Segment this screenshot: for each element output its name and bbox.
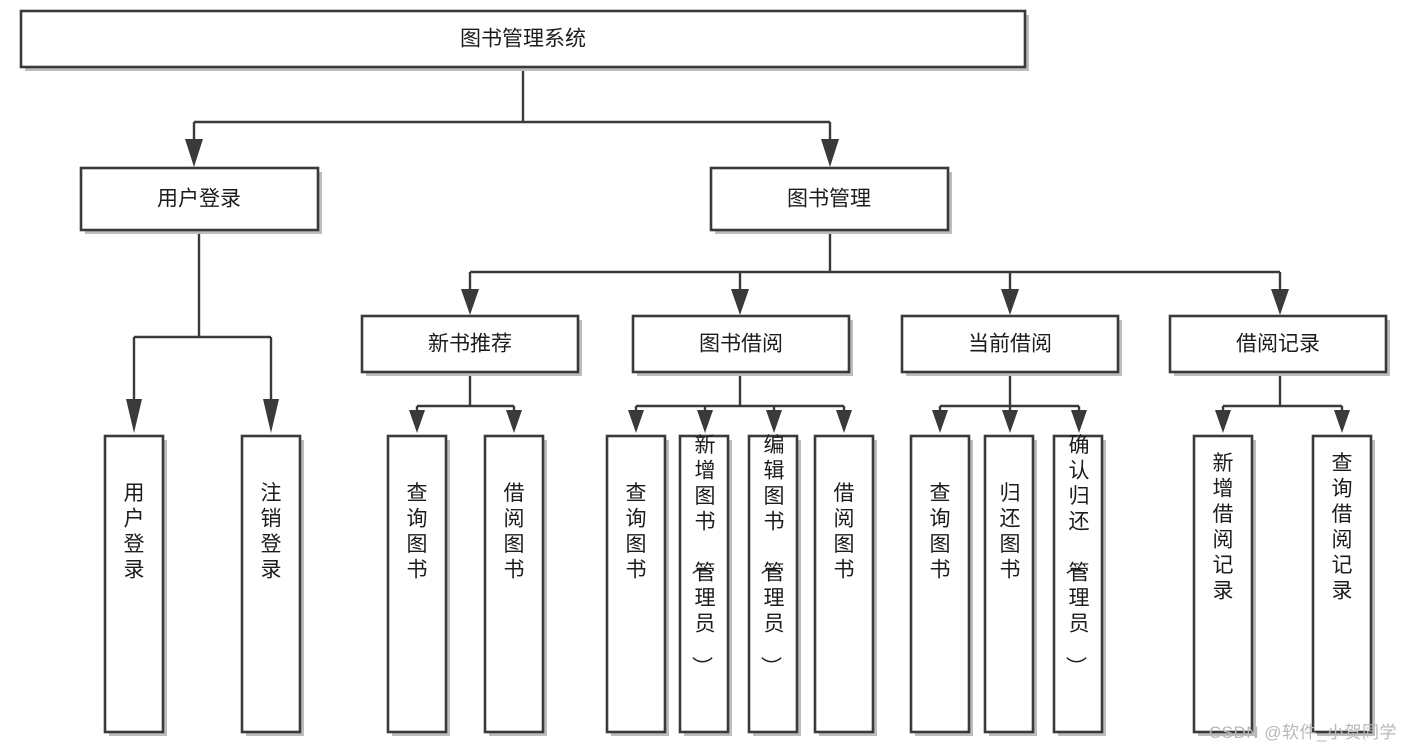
leaf-add-book-admin-label: 新增图书（管理员） [690,434,716,677]
watermark-csdn: CSDN @软件_小贺同学 [1208,723,1397,742]
user-login-box [79,166,320,232]
arrow-new-book-recommend [461,289,479,315]
book-borrow-label: 图书借阅 [699,333,783,356]
node-leaf-borrow-book[interactable]: 借阅图书 [813,434,877,736]
leaf-query-book-current-box [909,434,971,734]
arrow-leaf-query-book-rec [409,410,425,433]
node-leaf-return-book[interactable]: 归还图书 [983,434,1037,736]
node-leaf-query-book-current[interactable]: 查询图书 [909,434,973,736]
leaf-add-borrow-record-label: 新增借阅记录 [1213,452,1234,603]
leaf-query-borrow-record-box [1311,434,1373,734]
leaf-user-logout-box [240,434,302,734]
leaf-confirm-return-admin-box [1052,434,1104,734]
arrow-leaf-query-book-current [932,410,948,433]
node-book-borrow[interactable]: 图书借阅 [631,314,853,376]
current-borrow-label: 当前借阅 [968,333,1052,356]
node-new-book-recommend[interactable]: 新书推荐 [360,314,582,376]
leaf-user-logout-label: 注销登录 [261,482,282,582]
borrow-record-label: 借阅记录 [1236,333,1320,356]
arrow-borrow-record [1271,289,1289,315]
node-leaf-query-borrow-record[interactable]: 查询借阅记录 [1311,434,1375,736]
borrow-record-box [1168,314,1388,374]
node-leaf-query-book-borrow[interactable]: 查询图书 [605,434,669,736]
arrow-leaf-return-book [1002,410,1018,433]
leaf-user-login-label: 用户登录 [124,482,145,582]
node-root[interactable]: 图书管理系统 [19,9,1029,71]
arrow-book-manage [821,139,839,167]
user-login-label: 用户登录 [157,188,241,211]
book-manage-label: 图书管理 [787,188,871,211]
leaf-query-book-rec-box [386,434,448,734]
arrow-leaf-confirm-return-admin [1071,410,1087,433]
leaf-confirm-return-admin-label: 确认归还（管理员） [1064,434,1090,677]
leaf-query-book-borrow-label: 查询图书 [626,482,647,582]
node-leaf-confirm-return-admin[interactable]: 确认归还（管理员） [1052,434,1106,736]
node-leaf-edit-book-admin[interactable]: 编辑图书（管理员） [747,434,801,736]
connector-layer [126,69,1350,433]
current-borrow-box [900,314,1120,374]
leaf-borrow-book-box [813,434,875,734]
arrow-leaf-add-book-admin [697,410,713,433]
arrow-leaf-query-borrow-record [1334,410,1350,433]
node-current-borrow[interactable]: 当前借阅 [900,314,1122,376]
arrow-leaf-user-logout [263,399,279,433]
arrow-leaf-borrow-book-rec [506,410,522,433]
arrow-current-borrow [1001,289,1019,315]
node-leaf-user-login[interactable]: 用户登录 [103,434,167,736]
arrow-user-login [185,139,203,167]
node-borrow-record[interactable]: 借阅记录 [1168,314,1390,376]
leaf-borrow-book-rec-label: 借阅图书 [504,482,525,582]
leaf-query-borrow-record-label: 查询借阅记录 [1332,452,1353,603]
node-book-manage[interactable]: 图书管理 [709,166,952,234]
arrow-leaf-add-borrow-record [1215,410,1231,433]
node-leaf-query-book-rec[interactable]: 查询图书 [386,434,450,736]
arrow-leaf-user-login [126,399,142,433]
arrow-leaf-edit-book-admin [766,410,782,433]
node-leaf-add-borrow-record[interactable]: 新增借阅记录 [1192,434,1256,736]
leaf-borrow-book-label: 借阅图书 [834,482,855,582]
new-book-recommend-label: 新书推荐 [428,333,512,356]
node-leaf-user-logout[interactable]: 注销登录 [240,434,304,736]
leaf-add-book-admin-box [678,434,730,734]
leaf-borrow-book-rec-box [483,434,545,734]
book-borrow-box [631,314,851,374]
node-leaf-borrow-book-rec[interactable]: 借阅图书 [483,434,547,736]
leaf-query-book-current-label: 查询图书 [930,482,951,582]
leaf-edit-book-admin-label: 编辑图书（管理员） [759,434,785,677]
root-label: 图书管理系统 [460,28,586,51]
arrow-book-borrow [731,289,749,315]
arrow-leaf-query-book-borrow [628,410,644,433]
node-leaf-add-book-admin[interactable]: 新增图书（管理员） [678,434,732,736]
node-user-login[interactable]: 用户登录 [79,166,322,234]
leaf-user-login-box [103,434,165,734]
new-book-recommend-box [360,314,580,374]
leaf-add-borrow-record-box [1192,434,1254,734]
book-manage-box [709,166,950,232]
leaf-edit-book-admin-box [747,434,799,734]
leaf-query-book-rec-label: 查询图书 [407,482,428,582]
root-box [19,9,1027,69]
leaf-return-book-label: 归还图书 [1000,482,1021,582]
leaf-query-book-borrow-box [605,434,667,734]
arrow-leaf-borrow-book [836,410,852,433]
leaf-return-book-box [983,434,1035,734]
